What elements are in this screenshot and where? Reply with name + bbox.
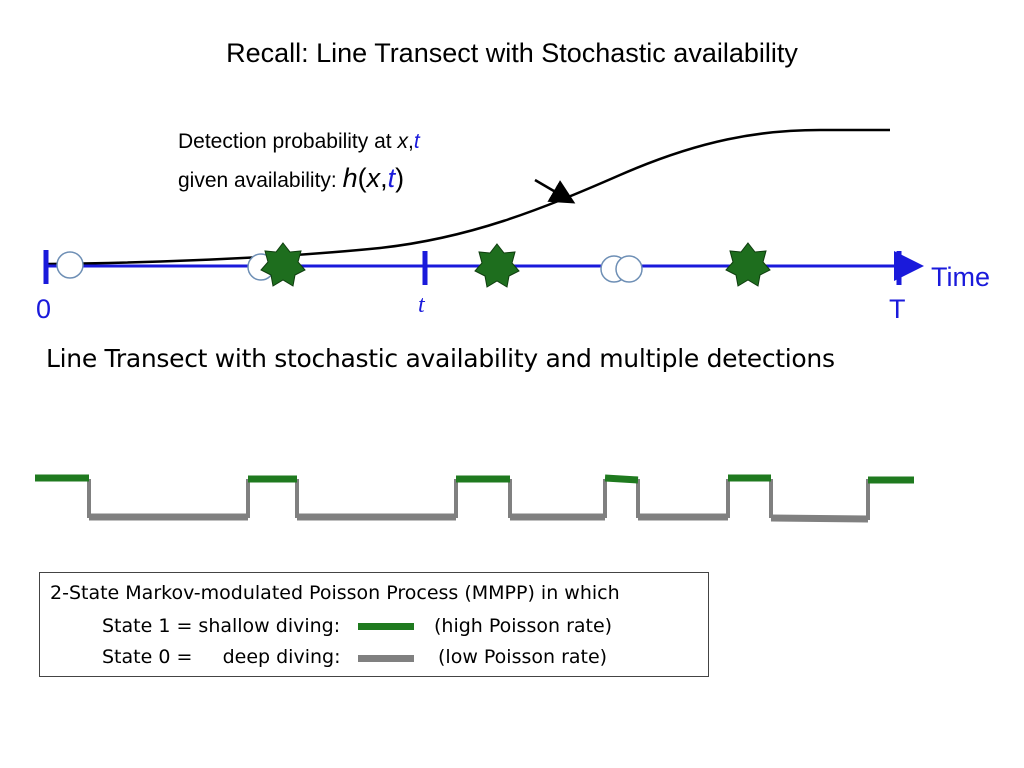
detection-star [725, 242, 771, 287]
legend-state1-swatch [358, 623, 414, 630]
annotation-text: given availability: [178, 169, 343, 192]
state0-segment [770, 514, 869, 523]
axis-start-label: 0 [36, 294, 52, 324]
mmpp-legend: 2-State Markov-modulated Poisson Process… [39, 572, 709, 677]
section-subheading: Line Transect with stochastic availabili… [46, 344, 835, 373]
legend-state1-rate: (high Poisson rate) [434, 615, 613, 637]
detection-star [260, 242, 306, 287]
annotation-var-x: x [397, 130, 408, 153]
detection-curve [47, 128, 890, 266]
annotation-text: Detection probability at [178, 130, 398, 153]
legend-state0-rate: (low Poisson rate) [438, 646, 608, 668]
curve-pointer-arrow [534, 178, 576, 204]
annotation-var-t: t [413, 130, 420, 153]
legend-heading: 2-State Markov-modulated Poisson Process… [50, 582, 620, 604]
axis-end-label: T [889, 294, 906, 324]
axis-t-label: t [418, 292, 425, 318]
annotation-line-2: given availability: h(x,t) [178, 160, 420, 199]
annotation-paren-close: ) [395, 163, 405, 193]
legend-state1-label: State 1 = shallow diving: [102, 615, 341, 637]
legend-state0-label: State 0 = deep diving: [102, 646, 341, 668]
slide-title: Recall: Line Transect with Stochastic av… [226, 38, 798, 68]
availability-circle [615, 255, 643, 283]
detection-star [474, 243, 520, 288]
annotation-var-t: t [387, 163, 396, 193]
mmpp-state-trace [35, 474, 914, 523]
detection-annotation: Detection probability at x,t given avail… [178, 124, 420, 199]
annotation-paren-open: ( [357, 163, 367, 193]
annotation-var-x: x [366, 163, 381, 193]
annotation-line-1: Detection probability at x,t [178, 124, 420, 160]
state1-segment [604, 474, 639, 484]
availability-circle [56, 251, 84, 279]
annotation-comma: , [380, 163, 388, 193]
legend-state0-swatch [358, 655, 414, 662]
axis-time-label: Time [931, 262, 990, 292]
annotation-func-h: h [342, 163, 358, 193]
annotation-comma: , [407, 130, 414, 153]
